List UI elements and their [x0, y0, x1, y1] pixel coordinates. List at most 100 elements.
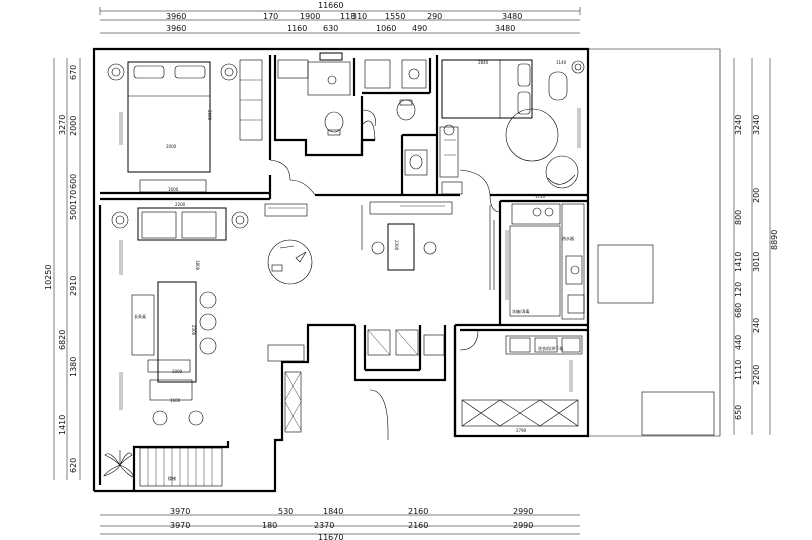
top-dim2-3: 630 [323, 24, 338, 33]
bottom-dim-3: 1840 [323, 507, 343, 516]
top-dim2-4: 1060 [376, 24, 396, 33]
bottom-dim2-5: 2990 [513, 521, 533, 530]
dining-table-dim: 2300 [394, 240, 399, 251]
right-inner-7: 240 [752, 318, 761, 333]
right-outer-2: 8890 [770, 230, 779, 250]
chair [188, 410, 204, 426]
long-table [157, 281, 197, 383]
right-outer-3: 1410 [734, 252, 743, 272]
cabinet-row [461, 399, 579, 427]
bookshelf [131, 294, 155, 356]
left-inner-1: 670 [69, 65, 78, 80]
right-bed-length-dim: 1140 [556, 60, 567, 65]
bookshelf-label: 长条桌 [134, 313, 146, 319]
stairs: 楼梯 [139, 447, 223, 487]
right-inner-5: 120 [734, 282, 743, 297]
sofa [137, 207, 227, 241]
left-inner-8: 620 [69, 458, 78, 473]
sofa-width-dim: 2200 [175, 202, 186, 207]
chair [423, 241, 437, 255]
left-outer-2: 10250 [44, 265, 53, 290]
stairs-label: 楼梯 [168, 475, 176, 481]
fridge-label: 冰箱/消毒 [512, 308, 529, 314]
right-outer-4: 440 [734, 335, 743, 350]
kitchen: 热水器 冰箱/消毒 1720 [505, 194, 585, 320]
lamp-icon [220, 63, 238, 81]
right-inner-1: 3240 [752, 115, 761, 135]
bed-length-dim: 2000 [207, 110, 212, 121]
counter-dim: 2790 [516, 428, 527, 433]
dining-table [387, 223, 415, 271]
left-inner-6: 2910 [69, 276, 78, 296]
bottom-dimensions: 3970 530 1840 2160 2990 3970 180 2370 21… [100, 507, 580, 540]
plant-icon [103, 450, 135, 479]
interior-walls [98, 55, 588, 485]
play-rug [267, 239, 313, 285]
laundry-label: 洗衣机/烘干机 [538, 345, 563, 351]
bed-width-dim: 2000 [166, 144, 177, 149]
round-table [505, 108, 559, 162]
overall-bottom-dim: 11670 [318, 533, 343, 540]
tv-wall-dim: 1800 [195, 260, 200, 271]
wardrobe-width-dim: 1600 [168, 187, 179, 192]
water-heater-label: 热水器 [562, 235, 574, 241]
kitchen-width-dim: 1720 [535, 194, 546, 199]
right-inner-2: 200 [752, 188, 761, 203]
armchair [548, 71, 568, 101]
chair [152, 410, 168, 426]
armchair-round [545, 155, 579, 189]
lamp-icon [571, 60, 585, 74]
top-dim2-6: 3480 [495, 24, 515, 33]
chair [199, 337, 217, 355]
bottom-dim2-2: 180 [262, 521, 277, 530]
right-bedroom: 2840 1140 [439, 59, 585, 196]
left-inner-3: 600 [69, 174, 78, 189]
top-dim-3: 1900 [300, 12, 320, 21]
dining-width-dim: 1600 [170, 398, 181, 403]
toilet [324, 111, 344, 133]
bed [441, 59, 533, 119]
top-dim-2: 170 [263, 12, 278, 21]
bottom-dim2-1: 3970 [170, 521, 190, 530]
bathrooms [277, 59, 428, 176]
overall-top-dim: 11660 [318, 1, 343, 10]
top-dim-8: 3480 [502, 12, 522, 21]
right-dimensions: 3240 3240 200 800 8890 1410 3010 120 680… [733, 58, 779, 435]
top-dim-7: 290 [427, 12, 442, 21]
right-bed-width-dim: 2840 [478, 60, 489, 65]
sink [404, 149, 428, 176]
left-inner-4: 170 [69, 190, 78, 205]
top-dim-5: 310 [352, 12, 367, 21]
top-dim2-1: 3960 [166, 24, 186, 33]
top-dim2-2: 1160 [287, 24, 307, 33]
bottom-dim-2: 530 [278, 507, 293, 516]
right-inner-6: 680 [734, 303, 743, 318]
left-outer-1: 3270 [58, 115, 67, 135]
laundry-room: 洗衣机/烘干机 2790 [459, 329, 583, 433]
table-width-dim: 1000 [172, 369, 183, 374]
countertop [561, 203, 585, 320]
lamp-icon [107, 63, 125, 81]
dining-area: 2300 [361, 194, 501, 356]
top-dim-6: 1550 [385, 12, 405, 21]
chair [199, 291, 217, 309]
bottom-dim2-3: 2370 [314, 521, 334, 530]
top-dim2-5: 490 [412, 24, 427, 33]
top-dim-4: 118 [340, 12, 355, 21]
right-outer-1: 3240 [734, 115, 743, 135]
left-outer-3: 6820 [58, 330, 67, 350]
stove [511, 203, 561, 225]
right-inner-4: 3010 [752, 252, 761, 272]
chair [199, 313, 217, 331]
top-dim-1: 3960 [166, 12, 186, 21]
right-outer-5: 2200 [752, 365, 761, 385]
chair [371, 241, 385, 255]
lamp-icon [231, 211, 249, 229]
living-room: 2200 长条桌 2300 1800 1000 1600 [103, 202, 389, 487]
right-inner-8: 1110 [734, 360, 743, 380]
left-inner-7: 1380 [69, 357, 78, 377]
long-table-dim: 2300 [191, 325, 196, 336]
right-inner-3: 800 [734, 210, 743, 225]
left-outer-4: 1410 [58, 415, 67, 435]
